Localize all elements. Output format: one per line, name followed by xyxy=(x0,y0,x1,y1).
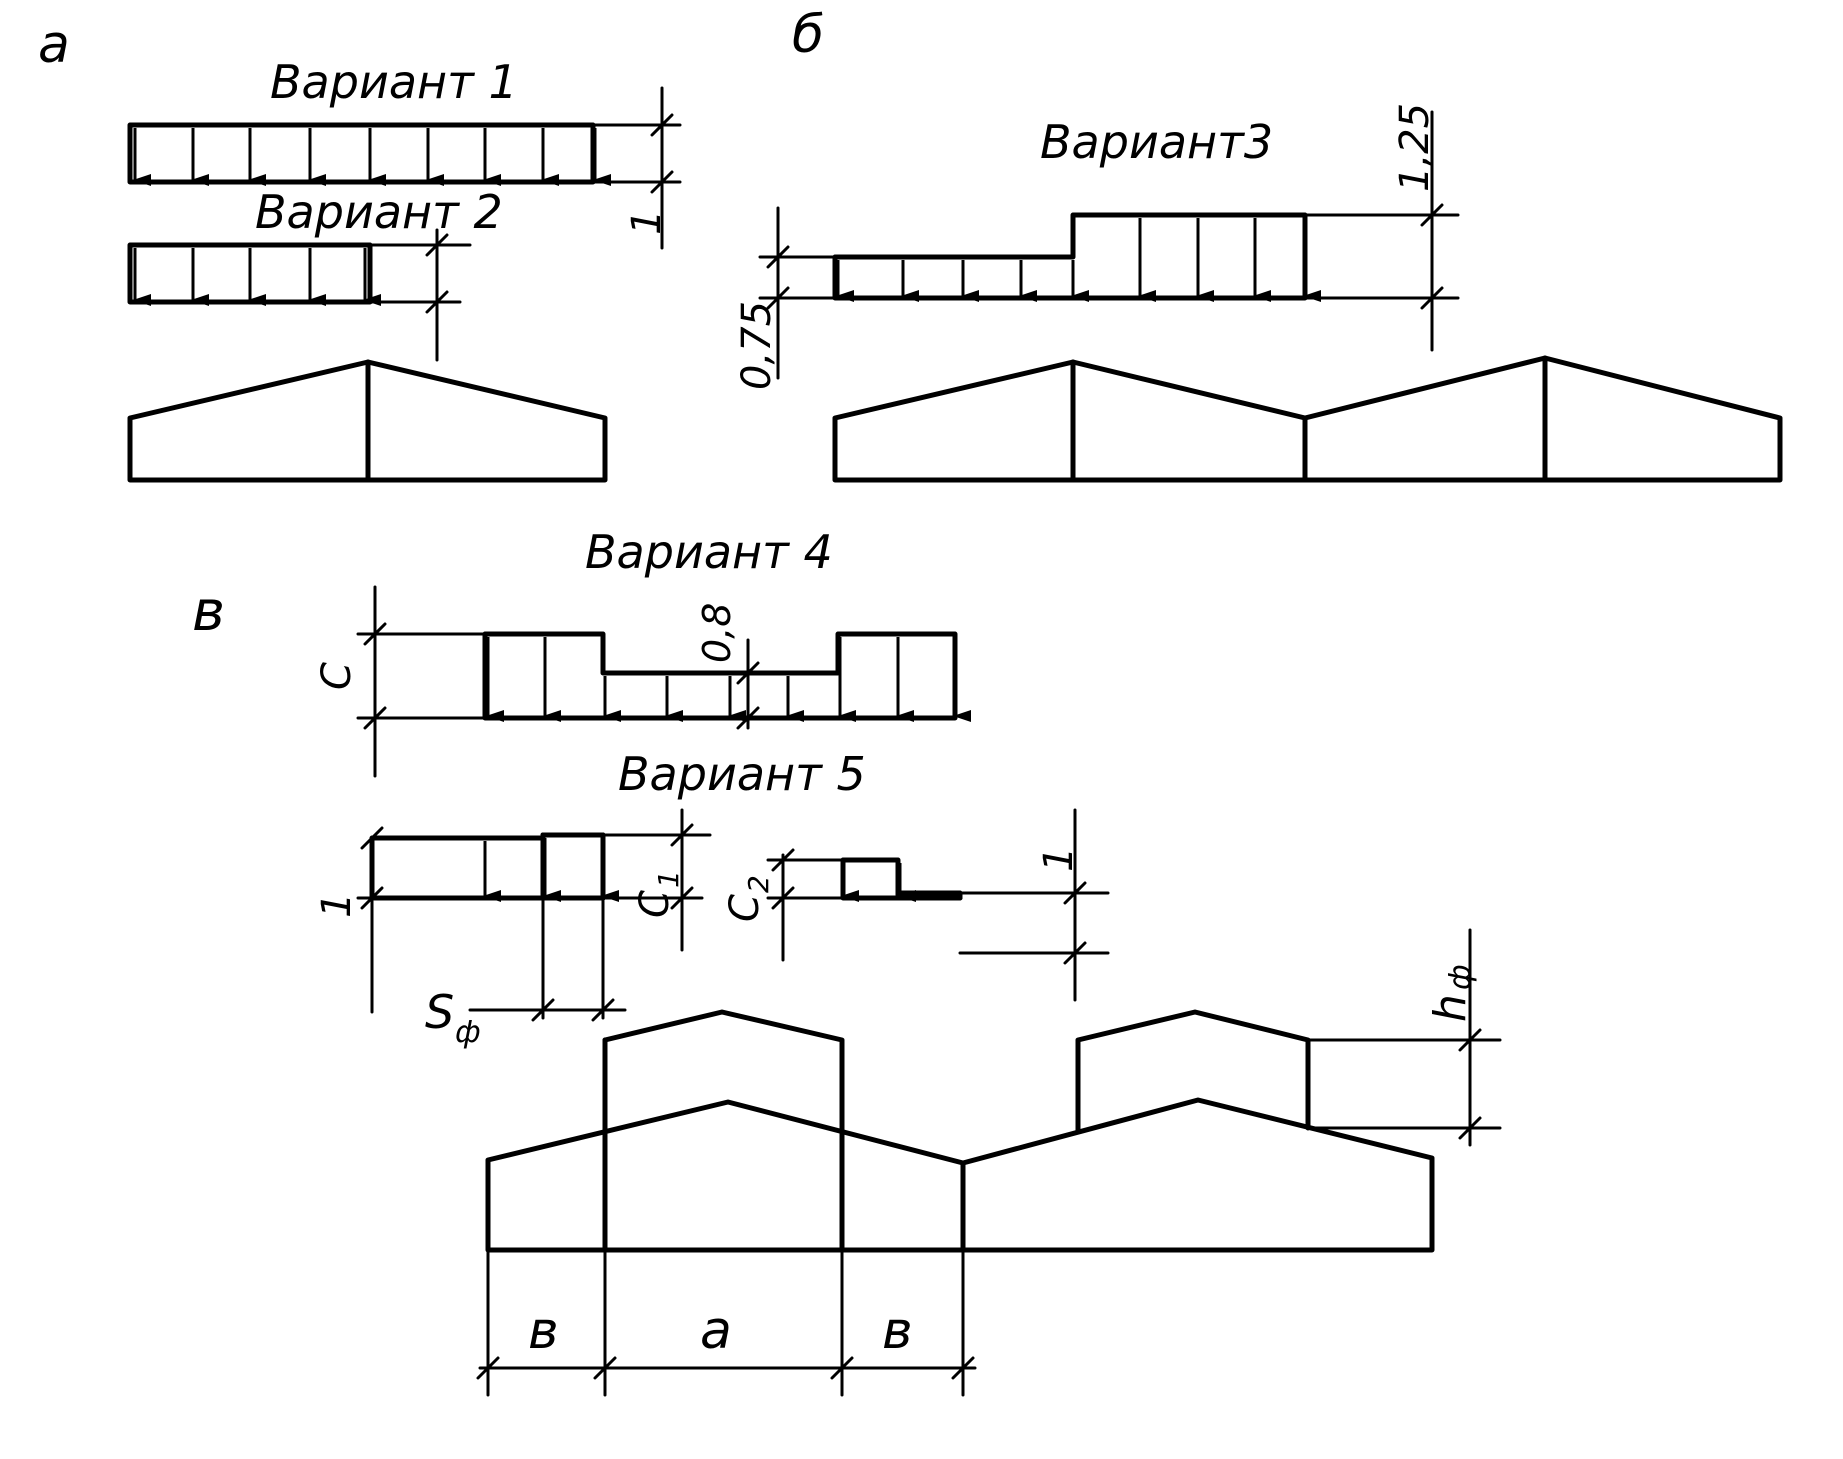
svg-text:ф: ф xyxy=(1443,964,1478,990)
coef-one-v5-right: 1 xyxy=(1036,847,1082,872)
coef-c1: С 1 xyxy=(632,870,685,918)
svg-text:h: h xyxy=(1425,994,1476,1022)
variant-5-load-left xyxy=(356,808,712,1022)
panel-label-b: б xyxy=(792,5,824,65)
variant-2-label: Вариант 2 xyxy=(255,185,503,239)
building-v xyxy=(476,928,1502,1397)
variant-3-load xyxy=(758,110,1460,380)
variant-5-load-right xyxy=(766,808,1110,1002)
svg-text:ф: ф xyxy=(455,1015,481,1050)
building-a xyxy=(127,359,608,483)
dim-b-left: в xyxy=(528,1301,559,1361)
svg-text:С: С xyxy=(722,894,768,922)
svg-text:2: 2 xyxy=(742,875,775,893)
variant-1-load xyxy=(127,86,682,250)
panel-label-v: в xyxy=(192,579,225,644)
variant-5-label: Вариант 5 xyxy=(618,747,866,801)
variant-1-label: Вариант 1 xyxy=(270,55,518,109)
variant-2-load xyxy=(127,228,472,362)
coef-0-75: 0,75 xyxy=(734,301,780,390)
dim-h-f: h ф xyxy=(1425,964,1478,1022)
coef-c: С xyxy=(314,662,360,690)
coef-one-v1: 1 xyxy=(624,210,670,235)
dim-s-f: S ф xyxy=(425,985,481,1050)
dim-a: а xyxy=(700,1301,732,1361)
coef-0-8: 0,8 xyxy=(695,603,739,663)
coef-1-25: 1,25 xyxy=(1392,103,1438,192)
svg-text:1: 1 xyxy=(652,870,685,888)
variant-3-label: Вариант3 xyxy=(1040,115,1273,169)
panel-label-a: а xyxy=(38,15,70,75)
variant-4-label: Вариант 4 xyxy=(585,525,833,579)
svg-text:С: С xyxy=(632,890,678,918)
building-b xyxy=(832,355,1783,483)
coef-c2: С 2 xyxy=(722,875,775,922)
coef-one-v5-left: 1 xyxy=(314,893,360,918)
svg-text:S: S xyxy=(425,985,454,1039)
dim-b-right: в xyxy=(882,1301,913,1361)
variant-4-load xyxy=(356,585,971,778)
